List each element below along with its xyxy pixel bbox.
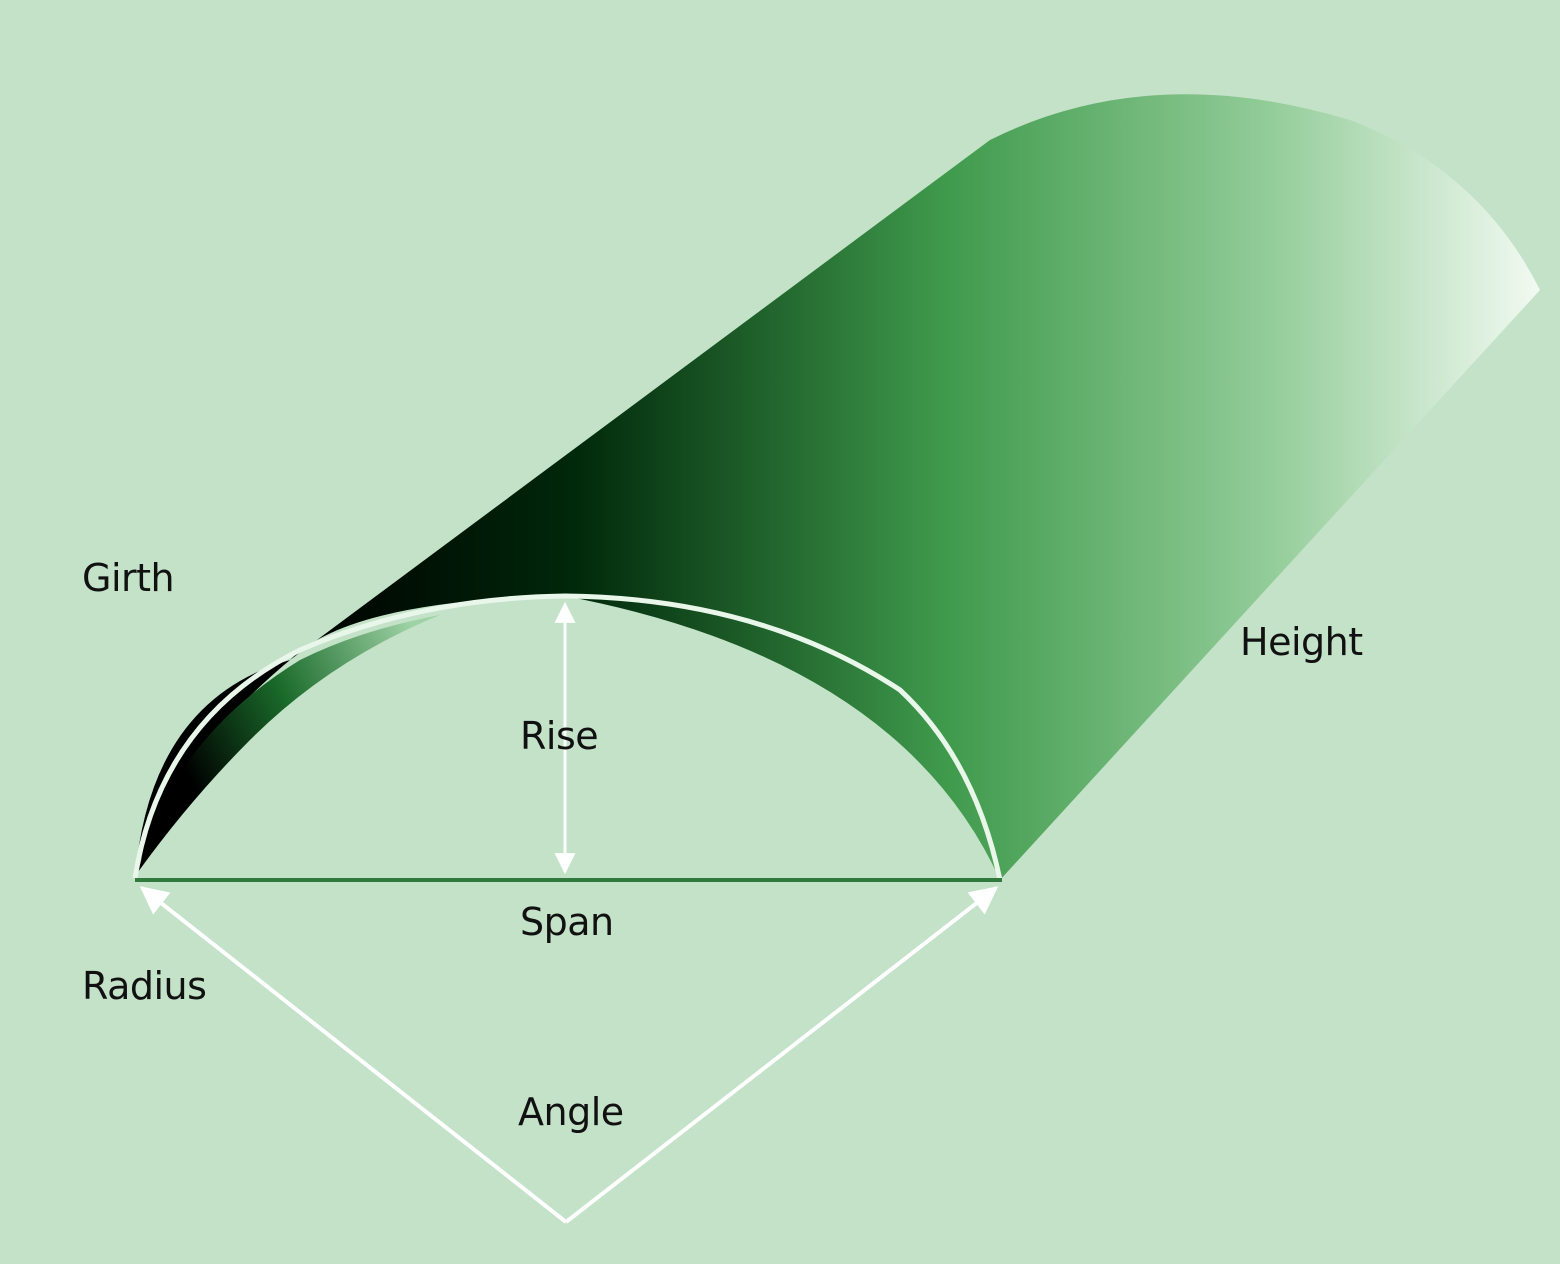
front-arch-edge <box>132 593 1003 881</box>
height-label: Height <box>1240 620 1363 664</box>
radius-label: Radius <box>82 964 207 1008</box>
rise-label: Rise <box>520 714 599 758</box>
radius-line-left <box>139 886 568 1224</box>
angle-label: Angle <box>518 1090 624 1134</box>
span-label: Span <box>520 900 614 944</box>
arch-roof-surface <box>135 94 1540 881</box>
girth-label: Girth <box>82 556 175 600</box>
radius-line-right <box>564 886 999 1224</box>
